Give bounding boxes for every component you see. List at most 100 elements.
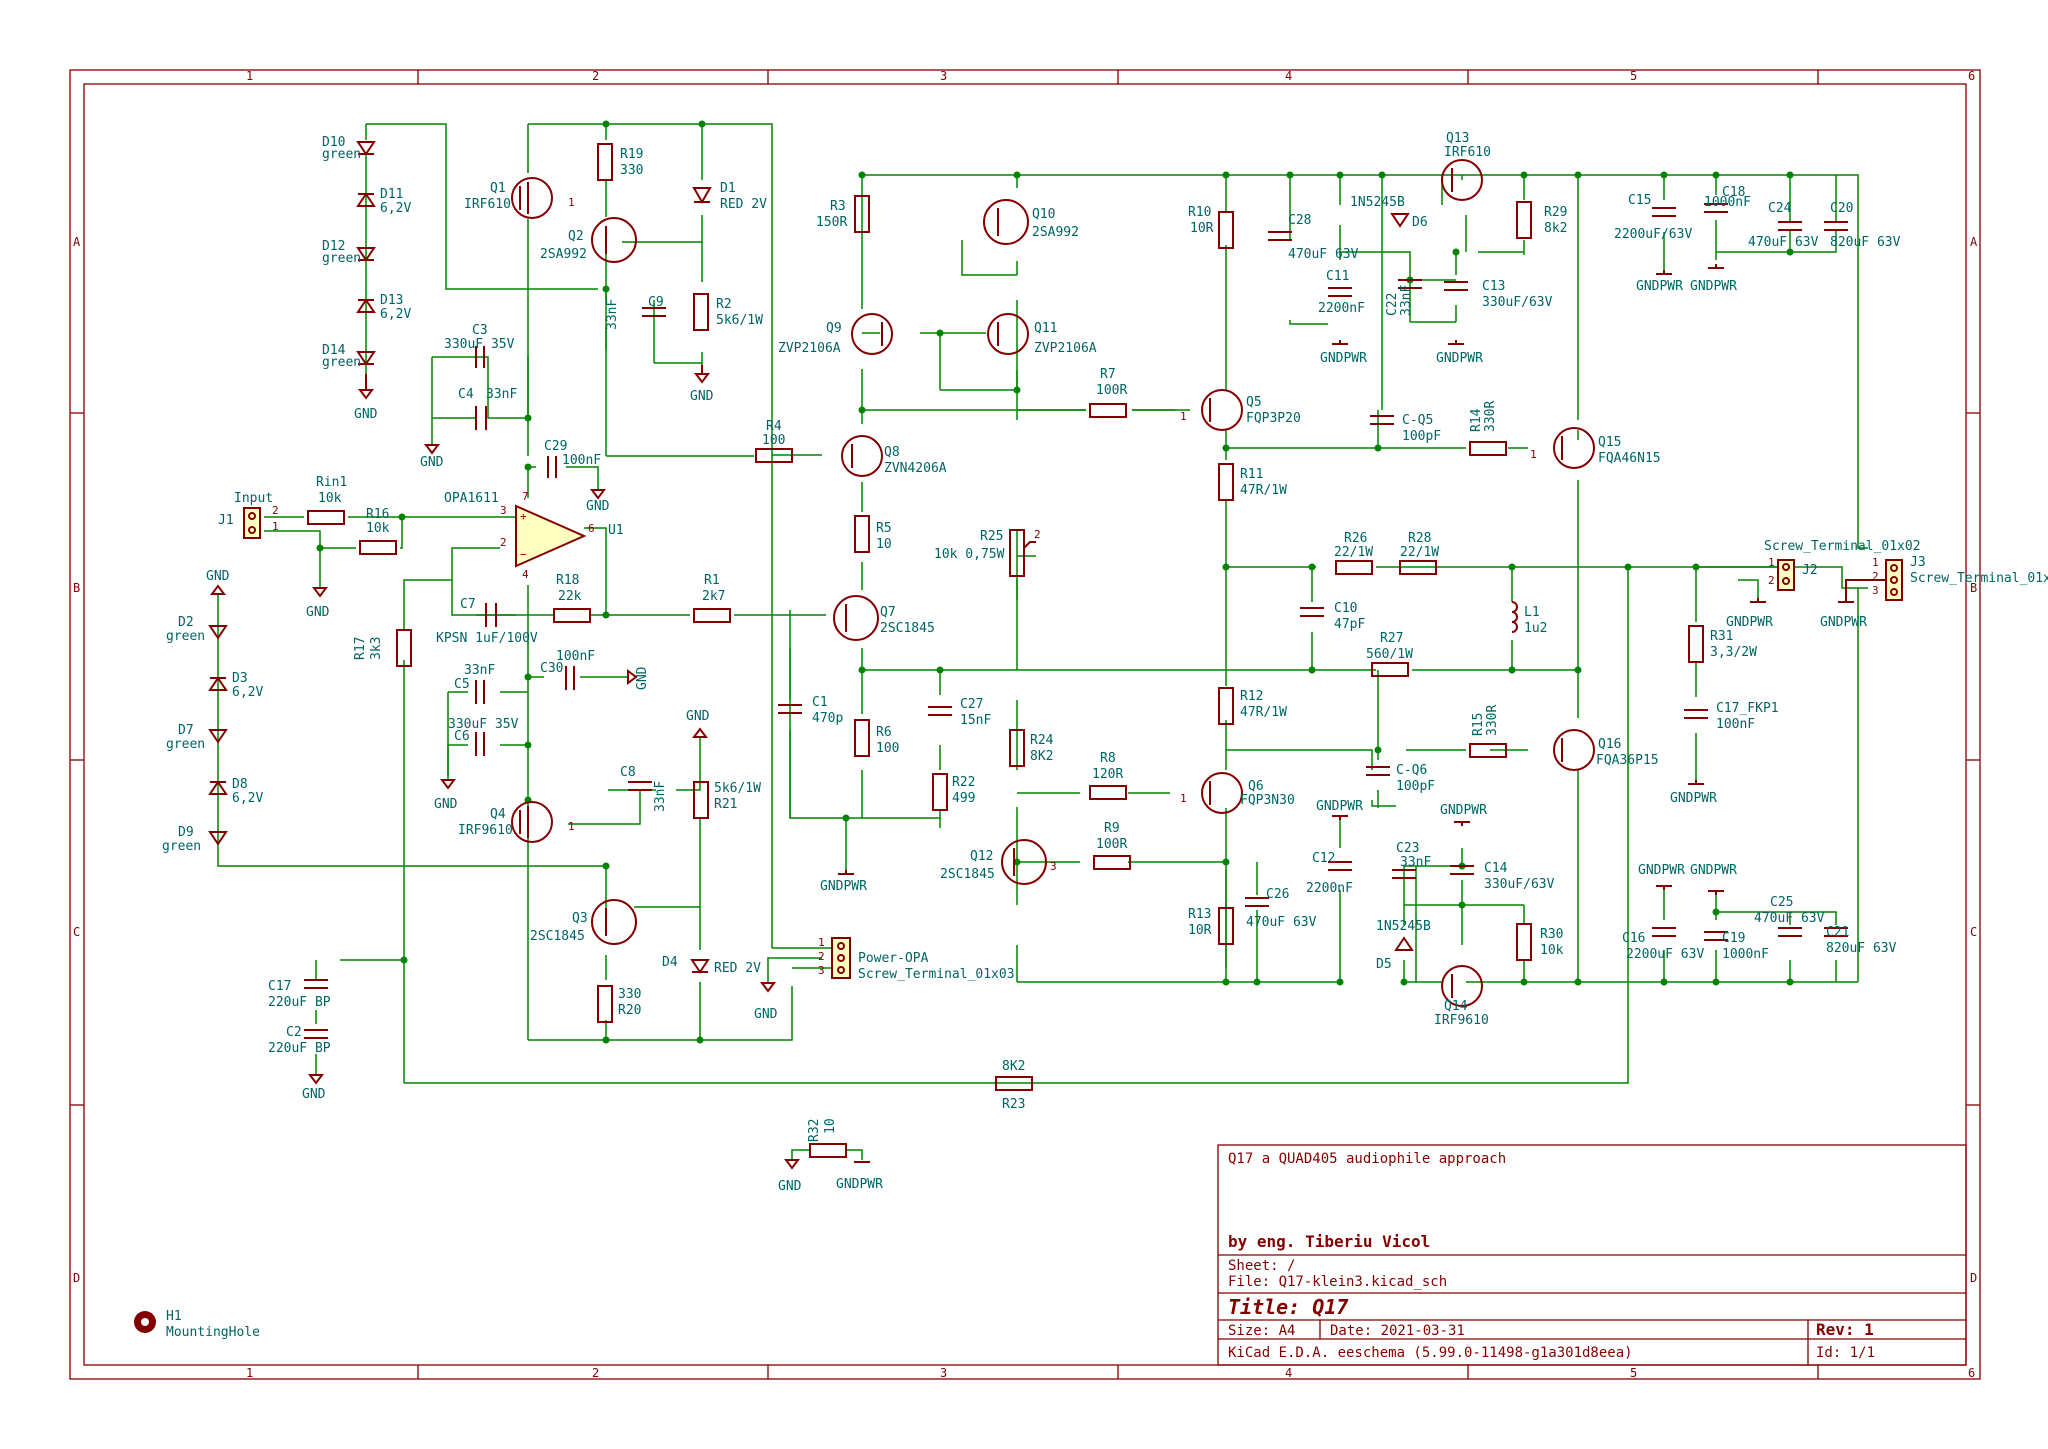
mosfet-q8: Q8 ZVN4206A [841,435,947,477]
svg-text:Q4: Q4 [490,807,506,822]
led-d7: D7 green [166,723,228,752]
capacitor-c9: C9 33nF [605,295,666,330]
svg-text:1: 1 [568,196,575,209]
gndpwr-symbol: GNDPWR [1316,799,1363,820]
resistor-r30: R30 10k [1516,923,1564,961]
resistor-r8: R8 120R [1089,751,1127,800]
capacitor-c3: C3 330uF 35V [444,323,515,368]
svg-text:100: 100 [876,741,899,756]
svg-text:330R: 330R [1483,401,1498,432]
svg-text:6,2V: 6,2V [380,201,411,216]
svg-text:−: − [520,548,527,561]
col-label: 4 [1285,1366,1292,1380]
capacitor-c8: C8 33nF [620,765,668,812]
svg-text:100pF: 100pF [1396,779,1435,794]
led-d1: D1 RED 2V [692,181,767,212]
svg-text:J3: J3 [1910,555,1926,570]
bjt-q12: Q12 2SC1845 3 [940,839,1057,885]
svg-text:Q1: Q1 [490,181,506,196]
svg-text:R30: R30 [1540,927,1563,942]
gndpwr-symbol: GNDPWR [1670,780,1717,806]
svg-text:R14: R14 [1469,408,1484,432]
svg-text:330uF 35V: 330uF 35V [444,337,515,352]
svg-text:10: 10 [823,1118,838,1134]
svg-text:10R: 10R [1188,923,1212,938]
capacitor-c22: C22 33nF [1385,279,1422,316]
led-d9: D9 green [162,825,228,854]
author: by eng. Tiberiu Vicol [1228,1232,1430,1251]
capacitor-c15: C15 2200uF/63V [1614,193,1692,242]
svg-text:green: green [166,737,205,752]
svg-text:10k: 10k [1540,943,1564,958]
capacitor-c20: C20 820uF 63V [1824,201,1901,250]
svg-text:220uF BP: 220uF BP [268,1041,331,1056]
gndpwr-symbol: GNDPWR [1638,863,1685,890]
svg-text:1000nF: 1000nF [1704,195,1751,210]
svg-text:2: 2 [500,536,507,549]
sheet-name: Sheet: / [1228,1258,1295,1274]
resistor-r12: R12 47R/1W [1218,687,1287,725]
svg-text:7: 7 [522,490,529,503]
tool-version: KiCad E.D.A. eeschema (5.99.0-11498-g1a3… [1228,1345,1633,1361]
svg-text:GNDPWR: GNDPWR [1690,279,1737,294]
resistor-r6: R6 100 [854,719,899,757]
connector-j2: J2 Screw_Terminal_01x02 12 [1764,539,1921,591]
svg-text:2SA992: 2SA992 [540,247,587,262]
svg-text:GNDPWR: GNDPWR [1690,863,1737,878]
resistor-r1: R1 2k7 [693,573,731,623]
gndpwr-symbol: GNDPWR [1636,270,1683,294]
capacitor-c26: C26 470uF 63V [1245,887,1317,930]
svg-text:GNDPWR: GNDPWR [1440,803,1487,818]
col-label: 1 [246,1366,253,1380]
bjt-q2: Q2 2SA992 [540,217,637,263]
svg-text:R5: R5 [876,521,892,536]
resistor-r27: R27 560/1W [1366,631,1413,677]
svg-text:IRF610: IRF610 [1444,145,1491,160]
svg-text:R20: R20 [618,1003,641,1018]
col-label: 6 [1968,1366,1975,1380]
svg-text:R10: R10 [1188,205,1211,220]
col-label: 3 [940,69,947,83]
mosfet-q13: Q13 IRF610 [1441,131,1491,201]
resistor-r24: R24 8K2 [1009,729,1054,767]
gnd-symbol: GND [690,365,714,404]
svg-text:C4: C4 [458,387,474,402]
svg-text:1N5245B: 1N5245B [1376,919,1431,934]
svg-text:green: green [322,147,361,162]
svg-text:1: 1 [272,520,279,533]
svg-text:R27: R27 [1380,631,1403,646]
svg-text:D10: D10 [322,135,345,150]
svg-text:330: 330 [620,163,643,178]
svg-text:R26: R26 [1344,531,1367,546]
svg-text:330: 330 [618,987,641,1002]
svg-text:GND: GND [754,1007,778,1022]
date: Date: 2021-03-31 [1330,1323,1465,1339]
svg-text:R17: R17 [353,637,368,660]
gndpwr-symbol: GNDPWR [1690,863,1737,895]
svg-text:330uF/63V: 330uF/63V [1482,295,1553,310]
capacitor-c28: C28 470uF 63V [1268,213,1359,262]
svg-text:3,3/2W: 3,3/2W [1710,645,1757,660]
resistor-r21: R21 5k6/1W [693,781,761,819]
svg-text:33nF: 33nF [653,781,668,812]
svg-text:33nF: 33nF [1399,285,1414,316]
svg-text:GND: GND [690,389,714,404]
capacitor-c17: C17 220uF BP [268,979,331,1010]
svg-text:1: 1 [1768,556,1775,569]
svg-text:GND: GND [635,666,650,690]
svg-text:100R: 100R [1096,383,1127,398]
svg-text:Q5: Q5 [1246,395,1262,410]
svg-text:GNDPWR: GNDPWR [1820,615,1867,630]
svg-text:D5: D5 [1376,957,1392,972]
svg-text:C1: C1 [812,695,828,710]
svg-text:R2: R2 [716,297,732,312]
svg-text:R25: R25 [980,529,1003,544]
svg-text:8k2: 8k2 [1544,221,1567,236]
svg-text:GND: GND [306,605,330,620]
svg-text:470uF 63V: 470uF 63V [1754,911,1825,926]
svg-text:Input: Input [234,491,273,506]
drawing-frame [69,69,1981,1380]
svg-text:R12: R12 [1240,689,1263,704]
led-d10: D10 green [322,135,376,162]
